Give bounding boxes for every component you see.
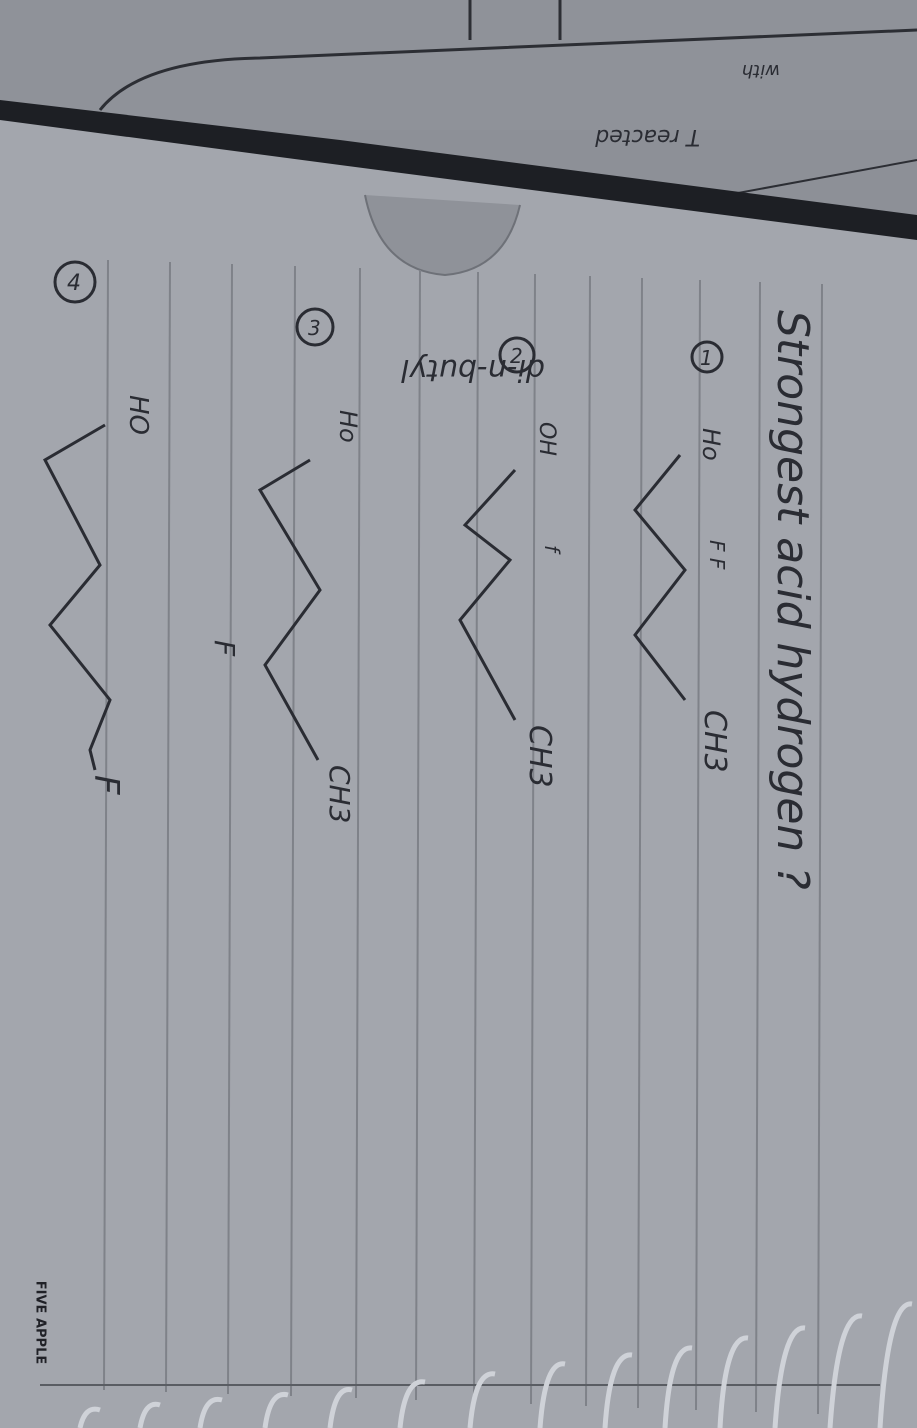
background-sheet-line xyxy=(98,28,917,111)
option-3: 3 Ho F CH3 xyxy=(208,307,362,823)
skeleton-chain xyxy=(43,423,112,771)
option-end-label: CH3 xyxy=(522,725,557,788)
option-oh-label: HO xyxy=(123,395,153,435)
question-text: Strongest acid hydrogen ? xyxy=(767,310,818,890)
background-sheet-mark xyxy=(468,0,562,40)
option-number: 2 xyxy=(510,344,523,368)
option-2: 2 OH f CH3 xyxy=(458,336,564,788)
ruled-lines xyxy=(103,259,823,1415)
option-number: 4 xyxy=(67,271,81,296)
option-end-label: CH3 xyxy=(323,765,356,823)
spiral-binding xyxy=(77,1301,913,1428)
background-sheet xyxy=(0,0,917,130)
option-number-circle xyxy=(498,336,536,374)
skeleton-chain xyxy=(633,454,687,701)
option-4: 4 HO F xyxy=(43,260,153,795)
top-note-2: with xyxy=(742,60,780,81)
option-oh-label: OH xyxy=(534,422,559,456)
option-oh-label: Ho xyxy=(334,410,362,443)
option-end-label: CH3 xyxy=(697,710,732,773)
skeleton-chain xyxy=(257,458,322,761)
option-oh-label: Ho xyxy=(697,428,725,461)
skeleton-chain xyxy=(458,468,517,721)
option-sub-label: F xyxy=(208,640,241,657)
option-number-circle xyxy=(690,340,724,374)
option-number-circle xyxy=(53,260,97,304)
binder-edge xyxy=(0,100,917,245)
option-number: 1 xyxy=(700,346,713,370)
option-sub-label: f xyxy=(540,545,564,555)
brand-label: FIVE APPLE xyxy=(32,1280,48,1365)
top-scribble: di-n-butyl xyxy=(400,352,545,387)
option-number: 3 xyxy=(308,316,321,340)
option-sub-label: F F xyxy=(705,540,729,570)
option-end-label: F xyxy=(86,775,126,795)
option-1: 1 Ho F F CH3 xyxy=(633,340,732,773)
option-number-circle xyxy=(295,307,335,347)
top-note-1: T reacted xyxy=(594,124,700,149)
page-notch xyxy=(364,194,521,277)
